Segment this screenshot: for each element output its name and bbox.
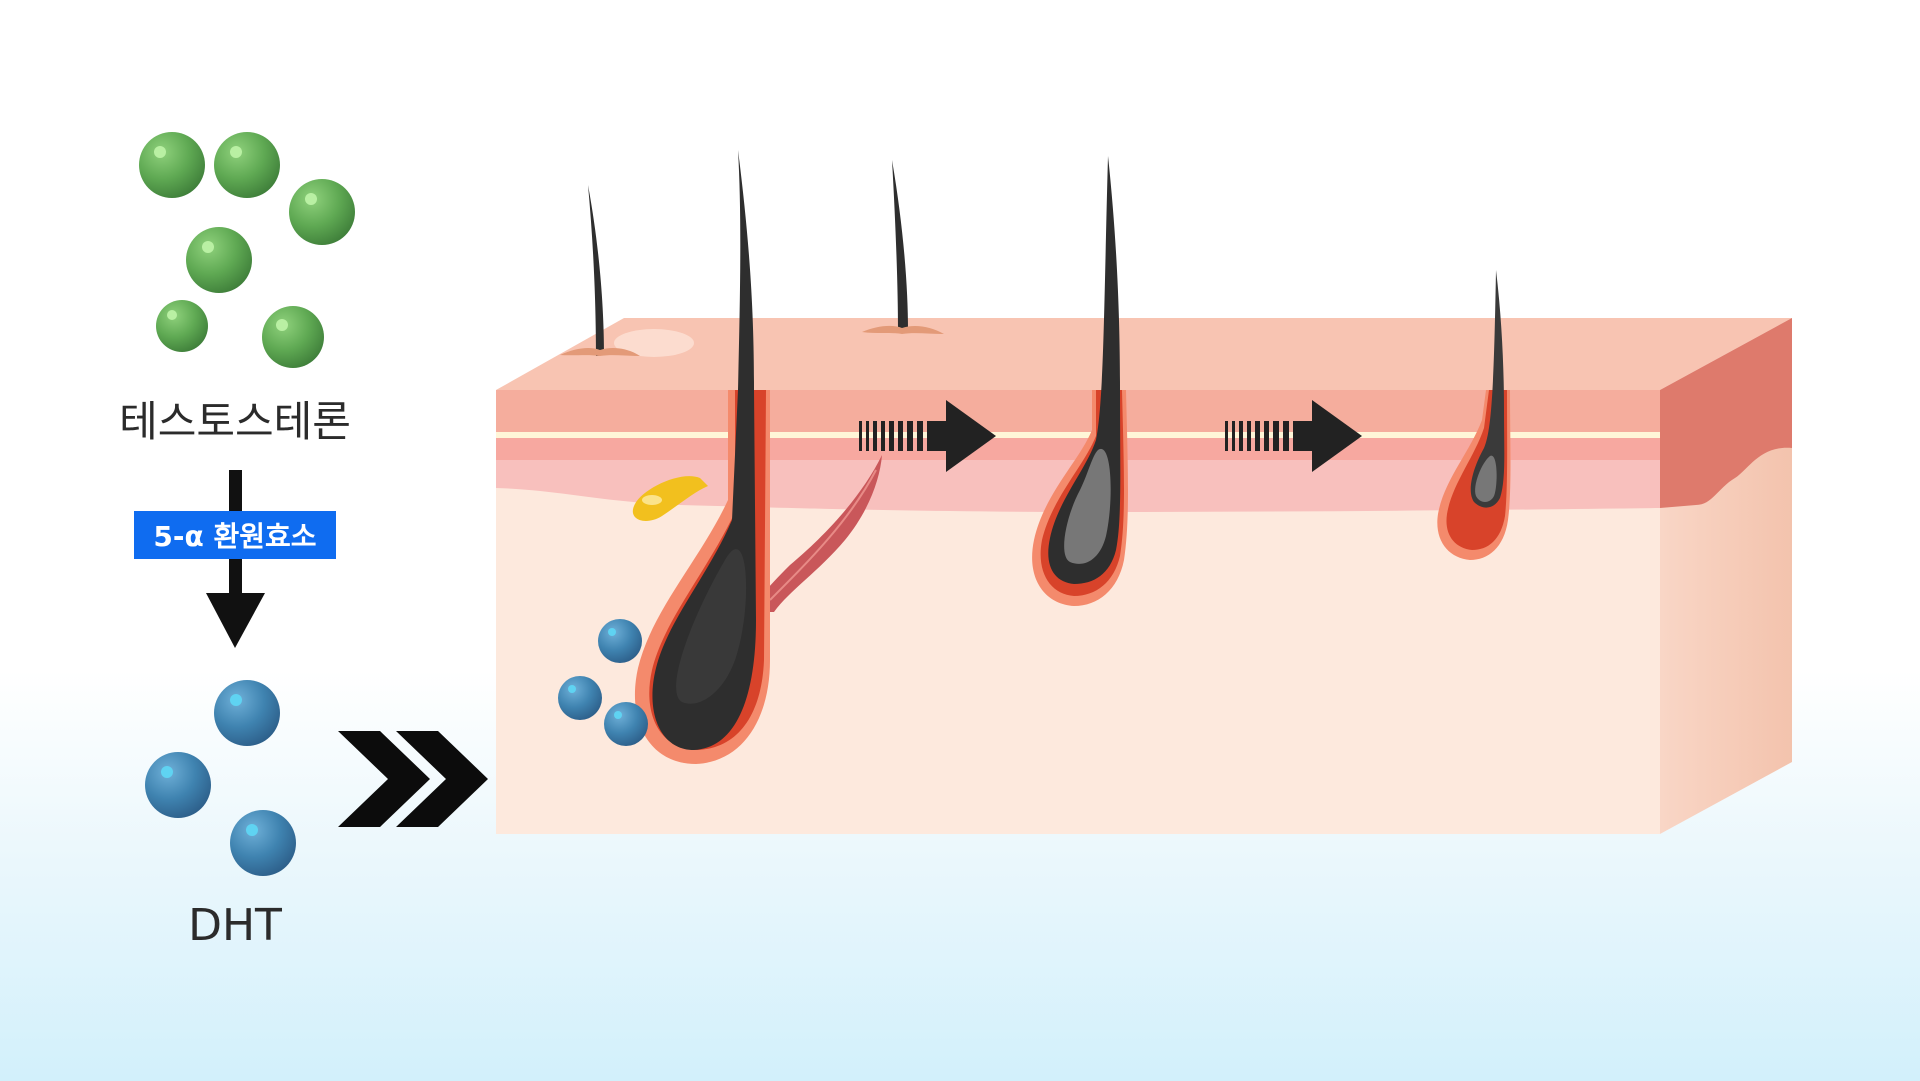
molecule-icon [230,810,296,876]
molecule-icon [598,619,642,663]
dht-molecules [145,680,296,876]
molecule-icon [186,227,252,293]
hair-follicle-shrinking [1032,156,1128,606]
enzyme-label: 5-α 환원효소 [153,520,316,553]
surface-hair [560,185,640,356]
molecule-icon [145,752,211,818]
hair-follicle-miniaturized [1437,270,1511,560]
dht-label: DHT [188,900,282,951]
molecule-icon [156,300,208,352]
molecule-icon [262,306,324,368]
epidermis-layer [496,390,1660,434]
skin-surface [496,318,1792,390]
molecule-icon [214,680,280,746]
molecule-icon [214,132,280,198]
hair-follicle-healthy [632,150,882,764]
striped-arrow-right-icon [1225,400,1362,472]
molecule-icon [289,179,355,245]
molecule-icon [604,702,648,746]
striped-arrow-right-icon [859,400,996,472]
testosterone-molecules [139,132,355,368]
testosterone-label: 테스토스테론 [119,397,351,446]
molecule-icon [139,132,205,198]
dht-molecules-on-follicle [558,619,648,746]
double-chevron-right-icon [338,731,488,827]
molecule-icon [558,676,602,720]
surface-hair [862,160,944,334]
enzyme-badge: 5-α 환원효소 [134,511,336,559]
